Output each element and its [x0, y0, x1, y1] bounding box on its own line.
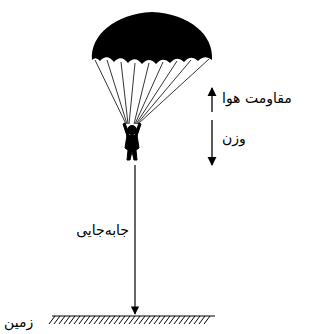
force-label: مقاومت هوا	[222, 90, 292, 107]
suspension-lines	[95, 59, 209, 124]
weight-arrow	[211, 120, 212, 165]
canopy	[92, 12, 212, 64]
displacement-label: جابه‌جایی	[76, 222, 129, 239]
ground-label: زمین	[4, 314, 33, 331]
parachutist	[123, 123, 141, 160]
air-resistance-arrow	[211, 88, 212, 112]
displacement-arrow	[134, 165, 135, 314]
ground-hatch	[49, 316, 215, 324]
force-label: وزن	[222, 130, 246, 147]
